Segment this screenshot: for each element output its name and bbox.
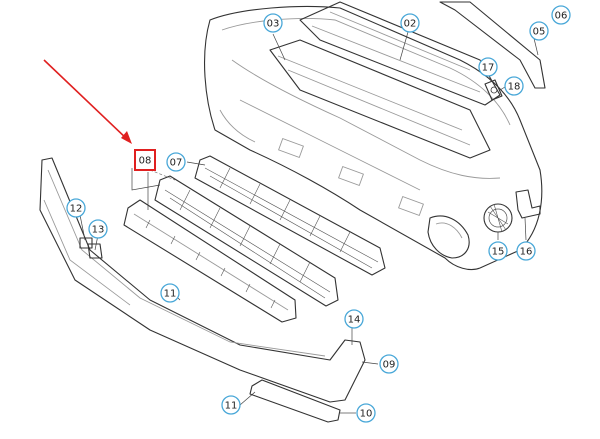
callout-11: 11 — [160, 283, 180, 303]
reinforcement-beam — [269, 39, 491, 159]
callout-18: 18 — [504, 76, 524, 96]
callout-label: 17 — [482, 63, 495, 74]
callout-circle — [478, 57, 498, 77]
callout-label: 10 — [360, 409, 373, 420]
callout-label: 16 — [520, 247, 533, 258]
callout-label: 05 — [533, 27, 546, 38]
callout-circle — [263, 13, 283, 33]
round-cover-cap — [483, 203, 513, 233]
callout-label: 11 — [164, 289, 177, 300]
clip-13 — [87, 243, 103, 259]
callout-label: 12 — [70, 204, 83, 215]
lower-grille — [154, 175, 339, 307]
callout-circle — [166, 152, 186, 172]
highlight-box — [134, 149, 156, 171]
callout-label: 09 — [383, 360, 396, 371]
callout-12: 12 — [66, 198, 86, 218]
tow-hook-cover — [515, 189, 541, 219]
grille-frame — [123, 199, 297, 323]
callout-circle — [400, 13, 420, 33]
callout-circle — [160, 283, 180, 303]
callout-circle — [88, 219, 108, 239]
callout-11: 11 — [221, 395, 241, 415]
callout-label: 07 — [170, 158, 183, 169]
callout-17: 17 — [478, 57, 498, 77]
callout-13: 13 — [88, 219, 108, 239]
callout-circle — [66, 198, 86, 218]
upper-mesh-grille — [194, 155, 386, 276]
callout-06: 06 — [551, 5, 571, 25]
callout-circle — [516, 241, 536, 261]
callout-05: 05 — [529, 21, 549, 41]
callout-circle — [379, 354, 399, 374]
pointer-arrow — [43, 59, 132, 144]
callout-02: 02 — [400, 13, 420, 33]
upper-grille-bracket — [299, 1, 501, 106]
callout-label: 02 — [404, 19, 417, 30]
callout-circle — [356, 403, 376, 423]
callout-label: 14 — [348, 315, 361, 326]
callout-label: 06 — [555, 11, 568, 22]
callout-14: 14 — [344, 309, 364, 329]
callout-layer: 02 03 05 06 07 08 09 10 11 11 12 13 14 15 16 17 18 — [66, 5, 571, 423]
callout-label: 08 — [139, 156, 152, 167]
callout-circle — [551, 5, 571, 25]
callout-label: 15 — [492, 247, 505, 258]
clip-12 — [79, 237, 93, 249]
callout-label: 13 — [92, 225, 105, 236]
upper-trim-strip — [439, 1, 546, 89]
callout-09: 09 — [379, 354, 399, 374]
callout-16: 16 — [516, 241, 536, 261]
callout-07: 07 — [166, 152, 186, 172]
lower-strip — [249, 379, 341, 423]
callout-circle — [488, 241, 508, 261]
lower-spoiler — [39, 157, 366, 403]
callout-circle — [529, 21, 549, 41]
callout-circle — [504, 76, 524, 96]
callout-15: 15 — [488, 241, 508, 261]
callout-label: 11 — [225, 401, 238, 412]
callout-03: 03 — [263, 13, 283, 33]
callout-label: 03 — [267, 19, 280, 30]
callout-08-highlighted: 08 — [134, 149, 156, 171]
callout-10: 10 — [356, 403, 376, 423]
callout-label: 18 — [508, 82, 521, 93]
callout-circle — [344, 309, 364, 329]
callout-circle — [221, 395, 241, 415]
